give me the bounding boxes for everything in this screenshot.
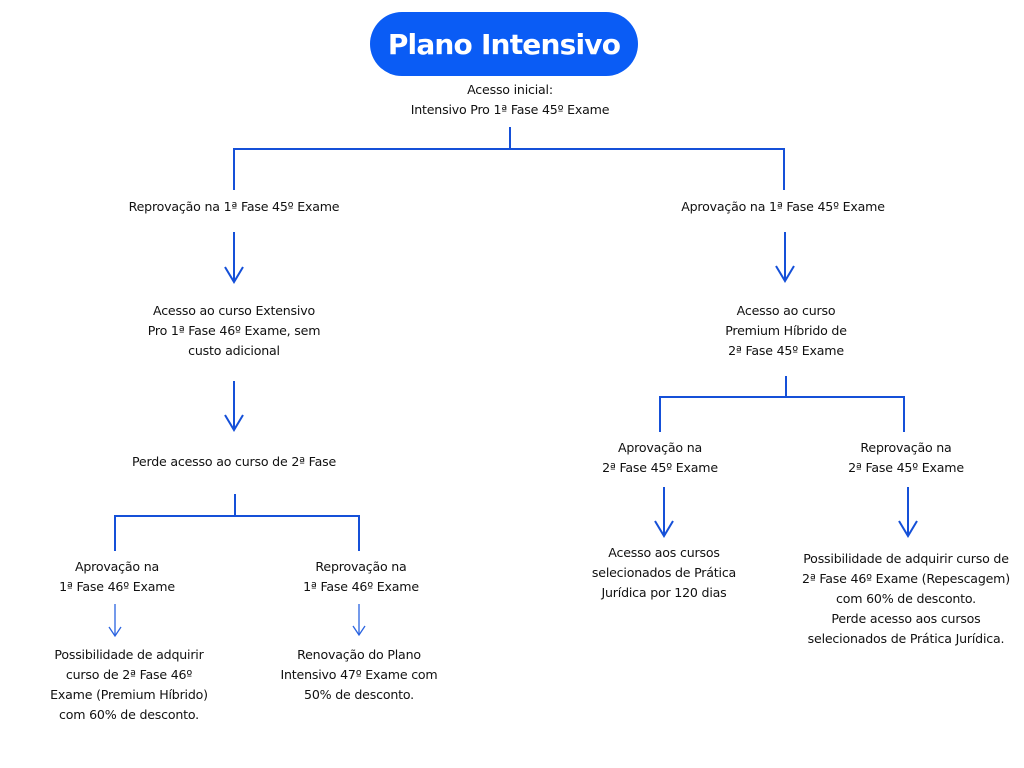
arrow-down-icon [108,604,122,638]
node-text: Aprovação na 1ª Fase 45º Exame [681,199,885,214]
arrow-down-icon [898,487,918,538]
node-text: Perde acesso ao curso de 2ª Fase [131,454,337,469]
node-text: Possibilidade de adquirir curso de [803,551,1009,566]
node-text: Renovação do Plano [297,647,421,662]
node-text: 2ª Fase 45º Exame [602,460,718,475]
node-text: Pro 1ª Fase 46º Exame, sem [147,323,321,338]
node-text: selecionados de Prática Jurídica. [807,631,1005,646]
node-text: Aprovação na [74,559,160,574]
node-left-fail-46: Reprovação na 1ª Fase 46º Exame [303,557,419,597]
node-text: 1ª Fase 46º Exame [59,579,175,594]
node-text: Premium Híbrido de [725,323,847,338]
node-right-fail-2nd-phase: Reprovação na 2ª Fase 45º Exame [848,438,964,478]
node-text: Acesso inicial: [467,82,553,97]
node-text: Acesso ao curso [736,303,836,318]
right-split-branch [659,396,905,432]
arrow-down-icon [775,232,795,283]
node-text: Acesso aos cursos [608,545,720,560]
node-text: com 60% de desconto. [59,707,199,722]
node-text: curso de 2ª Fase 46º [65,667,193,682]
node-text: Reprovação na [315,559,407,574]
root-branch [233,148,785,190]
node-left-extensivo-access: Acesso ao curso Extensivo Pro 1ª Fase 46… [148,301,321,361]
node-text: com 60% de desconto. [836,591,976,606]
node-left-lose-access: Perde acesso ao curso de 2ª Fase [132,452,336,472]
node-text: 1ª Fase 46º Exame [303,579,419,594]
node-text: Reprovação na [860,440,952,455]
node-text: Intensivo Pro 1ª Fase 45º Exame [410,102,610,117]
node-right-pass-1st-phase: Aprovação na 1ª Fase 45º Exame [681,197,885,217]
arrow-down-icon [654,487,674,538]
plan-title: Plano Intensivo [387,27,621,61]
node-text: Perde acesso aos cursos [831,611,981,626]
node-root: Acesso inicial: Intensivo Pro 1ª Fase 45… [411,80,610,120]
node-text: Acesso ao curso Extensivo [153,303,315,318]
node-left-fail-1st-phase: Reprovação na 1ª Fase 45º Exame [129,197,340,217]
node-text: Reprovação na 1ª Fase 45º Exame [128,199,340,214]
node-left-fail-46-result: Renovação do Plano Intensivo 47º Exame c… [281,645,438,705]
node-text: Possibilidade de adquirir [54,647,204,662]
left-split-branch [114,515,360,551]
node-text: custo adicional [188,343,280,358]
node-text: 50% de desconto. [304,687,414,702]
node-text: 2ª Fase 45º Exame [728,343,844,358]
arrow-down-icon [224,232,244,284]
node-text: Jurídica por 120 dias [601,585,727,600]
node-text: 2ª Fase 46º Exame (Repescagem) [802,571,1010,586]
node-right-premium-access: Acesso ao curso Premium Híbrido de 2ª Fa… [725,301,847,361]
node-right-pass-2nd-result: Acesso aos cursos selecionados de Prátic… [592,543,736,603]
node-text: 2ª Fase 45º Exame [848,460,964,475]
node-left-pass-46-result: Possibilidade de adquirir curso de 2ª Fa… [50,645,208,725]
node-right-pass-2nd-phase: Aprovação na 2ª Fase 45º Exame [602,438,718,478]
node-text: selecionados de Prática [591,565,737,580]
arrow-down-icon [224,381,244,432]
node-text: Exame (Premium Híbrido) [50,687,208,702]
node-right-fail-2nd-result: Possibilidade de adquirir curso de 2ª Fa… [802,549,1010,649]
arrow-down-icon [352,604,366,637]
node-text: Aprovação na [617,440,703,455]
plan-title-badge: Plano Intensivo [370,12,638,76]
node-left-pass-46: Aprovação na 1ª Fase 46º Exame [59,557,175,597]
node-text: Intensivo 47º Exame com [280,667,438,682]
